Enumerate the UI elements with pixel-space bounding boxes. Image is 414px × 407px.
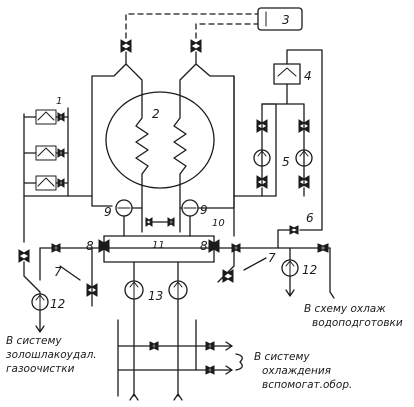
- label-exch-9-left: 9: [104, 205, 112, 219]
- pipe-left-drain: [23, 261, 41, 295]
- valve-left-drain: [18, 249, 30, 263]
- valve-8-right: [208, 239, 220, 253]
- cooler-4-return: [286, 49, 323, 197]
- exchanger-9-right: [181, 199, 199, 217]
- pipe-top-right-outer: [195, 63, 235, 197]
- valve-top-left: [120, 39, 132, 53]
- pipe-to-exch-left: [91, 195, 113, 207]
- label-pump-12-left: 12: [50, 297, 65, 311]
- note-right-line1: В схему охлаж: [304, 303, 386, 315]
- valve-11-left: [145, 217, 153, 227]
- boiler-2: [105, 91, 215, 189]
- cooler-1b: [23, 145, 69, 161]
- valve-right-end: [316, 243, 330, 253]
- note-bottom-line2: охлаждения: [262, 365, 331, 377]
- valve-bottom-out-1: [204, 341, 216, 351]
- label-item-11: 11: [152, 240, 165, 251]
- pipe-right-drop: [329, 247, 335, 299]
- pump-5-right: [295, 149, 313, 167]
- leader-7-right: [243, 257, 267, 271]
- pipe-top-left-inner: [125, 63, 143, 101]
- note-left-line3: газоочистки: [6, 363, 75, 375]
- exchanger-9-left: [115, 199, 133, 217]
- label-pump-13: 13: [148, 289, 163, 303]
- note-bottom-line3: вспомогат.обор.: [262, 379, 352, 391]
- valve-bottom-header: [148, 341, 160, 351]
- label-exch-9-right: 9: [200, 203, 208, 217]
- label-valve-8-left: 8: [86, 239, 94, 253]
- top-dashed-line: [125, 13, 259, 39]
- label-item-1: 1: [56, 96, 62, 107]
- label-tank-3: 3: [282, 13, 290, 27]
- label-line-7-right: 7: [268, 251, 276, 265]
- pump-12-left: [31, 293, 49, 311]
- valve-right-7: [222, 269, 234, 283]
- valve-5a-top: [256, 119, 268, 133]
- valve-8-left: [98, 239, 110, 253]
- label-boiler-2: 2: [152, 107, 160, 121]
- pump-13-left: [124, 280, 144, 300]
- valve-left-mid: [86, 283, 98, 297]
- label-valve-6: 6: [306, 211, 314, 225]
- pipe-top-left-outer: [91, 51, 127, 197]
- note-left-line2: золошлакоудал.: [6, 349, 97, 361]
- note-right-line2: водоподготовки: [312, 317, 403, 329]
- label-pump-12-right: 12: [302, 263, 317, 277]
- note-bottom-line1: В систему: [254, 351, 310, 363]
- valve-5a-bottom: [256, 175, 268, 189]
- cooler-1a: [23, 109, 69, 125]
- valve-main-left: [50, 243, 62, 253]
- label-cooler-4: 4: [304, 69, 312, 83]
- note-left-line1: В систему: [6, 335, 62, 347]
- valve-5b-top: [298, 119, 310, 133]
- label-item-10: 10: [212, 218, 225, 229]
- valve-5b-bottom: [298, 175, 310, 189]
- top-dashed-line-2: [195, 23, 259, 39]
- valve-top-right: [190, 39, 202, 53]
- bottom-out-lines: [213, 345, 233, 371]
- valve-11-right: [167, 217, 175, 227]
- pump-13-right: [168, 280, 188, 300]
- bottom-inlet-arrows: [129, 393, 183, 401]
- pump-5-left: [253, 149, 271, 167]
- pump-13-inlets: [133, 261, 179, 282]
- pipe-pump-12-right-out: [285, 275, 295, 297]
- pump-13-outlets: [133, 298, 179, 397]
- bottom-brace: [235, 353, 243, 371]
- cooler-4: [273, 63, 301, 85]
- pump-5-collector-right: [286, 103, 305, 187]
- pump-5-outlets: [261, 187, 305, 197]
- pump-12-right: [281, 259, 299, 277]
- boiler-coil-right: [173, 99, 187, 211]
- bottom-arrows: [225, 341, 233, 375]
- valve-6: [288, 225, 300, 235]
- leader-7-left: [59, 265, 81, 281]
- tank-3: [257, 7, 303, 31]
- cooler-1c: [23, 175, 69, 191]
- label-line-7-left: 7: [54, 265, 62, 279]
- boiler-coil-left: [135, 99, 149, 211]
- pipe-pump-12-left-out: [35, 309, 45, 333]
- pipe-valve-6-down: [277, 229, 291, 249]
- pump-5-collector-left: [261, 83, 288, 187]
- label-pumps-5: 5: [282, 155, 290, 169]
- pipe-top-right-inner: [179, 51, 197, 101]
- right-return-6: [299, 195, 323, 231]
- label-valve-8-right: 8: [200, 239, 208, 253]
